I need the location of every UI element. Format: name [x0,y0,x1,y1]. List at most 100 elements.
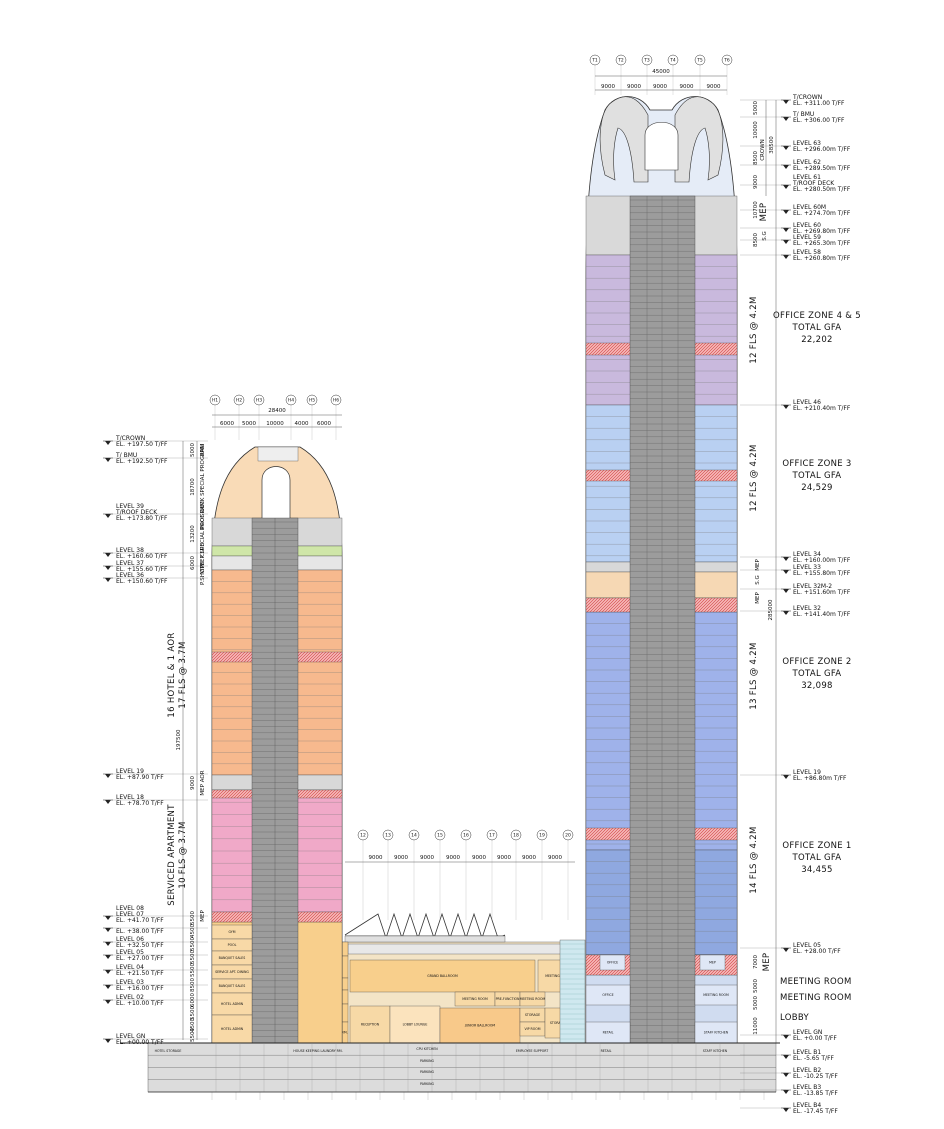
hatch-line [607,597,623,613]
hatch-line [314,789,324,799]
hatch-line [305,789,315,799]
hatch-line [724,962,738,976]
level-name: T/ BMU [115,452,137,459]
level-marker [105,970,111,974]
grid-label: T4 [669,58,676,64]
bmu-label: BMU [200,444,206,457]
grid-label: T6 [723,58,730,64]
level-name: LEVEL 02 [116,994,144,1001]
lower-mep-dimension: 7000 [753,955,759,969]
zone2-gfa-label: TOTAL GFA [792,669,842,679]
hatch-line [700,597,716,613]
crown-label: CROWN [760,139,766,161]
hatch-line [326,789,336,799]
hatch-line [709,469,722,482]
hatch-line [211,651,216,656]
mid-total: 285000 [768,599,774,620]
level-elevation: EL. +269.80m T/FF [793,228,851,235]
level-name: LEVEL 19 [793,769,821,776]
hatch-line [231,911,243,923]
mep-special-label: MEP SPECIAL PROGRAM [200,501,206,567]
hatch-line [239,789,249,799]
hatch-line [585,597,599,611]
level-name: T/ROOF DECK [115,509,158,516]
hatch-line [696,827,710,841]
hatch-line [333,653,343,663]
hatch-line [712,469,725,482]
podium-dimension: 5500 [190,1028,196,1042]
room-label: JUNIOR BALLROOM [464,1024,495,1028]
hatch-line [730,968,738,976]
room-label: STAFF KITCHEN [703,1049,728,1053]
level-name: LEVEL 61 [793,174,821,181]
grid-label: T5 [696,58,703,64]
level-name: LEVEL 05 [793,942,821,949]
podium-dimension: 5500 [190,937,196,951]
hatch-line [306,651,318,663]
bay-dimension: 10000 [266,421,284,427]
hatch-line [694,469,707,482]
zone45-floors: 12 FLS @ 4.2M [749,296,759,363]
hatch-line [225,651,237,663]
grid-label: 12 [360,833,366,839]
hatch-line [332,789,342,799]
level-marker [783,1035,789,1039]
hatch-line [727,965,738,976]
level-elevation: EL. +151.60m T/FF [793,589,851,596]
grid-label: 15 [437,833,443,839]
hatch-line [225,911,237,923]
level-elevation: EL. +32.50 T/FF [116,942,164,949]
level-name: LEVEL 36 [116,572,144,579]
room-label: MEETING ROOM [703,993,729,997]
bay-dimension: 9000 [548,855,562,861]
hatch-line [234,651,246,663]
level-marker [783,1090,789,1094]
hatch-line [211,651,222,662]
overall-width: 45000 [652,69,670,75]
hatch-line [735,838,738,841]
room-office [599,954,626,971]
hatch-line [233,789,243,799]
bay-dimension: 6000 [317,421,331,427]
hatch-line [600,342,614,356]
hatch-line [718,597,734,613]
level-name: LEVEL 08 [116,905,144,912]
hatch-line [723,827,737,841]
podium-dimension: 8500 [190,978,196,992]
hatch-line [224,789,234,799]
bay-dimension: 9000 [394,855,408,861]
level-name: LEVEL 04 [116,964,144,971]
level-name: LEVEL 19 [116,768,144,775]
level-elevation: EL. +155.60 T/FF [116,566,168,573]
hatch-line [585,469,596,480]
hatch-line [693,342,707,356]
hatch-line [721,469,734,482]
bay-dimension: 9000 [680,84,694,90]
grid-label: 19 [539,833,545,839]
level-elevation: EL. +21.50 T/FF [116,970,164,977]
mep-aor-label: MEP AOR [200,770,206,795]
level-name: LEVEL 39 [116,503,144,510]
hatch-line [585,597,590,602]
crown-dimension: 9000 [753,175,759,189]
zone2-title: OFFICE ZONE 2 [782,657,851,667]
hatch-line [714,342,728,356]
room-label: EMPLOYEE SUPPORT [516,1049,548,1053]
hatch-line [709,597,725,613]
level-name: LEVEL 60M [793,204,826,211]
grid-label: 13 [385,833,391,839]
hatch-line [585,827,590,832]
level-name: T/CROWN [115,435,145,442]
room-label: PARKING [420,1059,435,1063]
hatch-line [333,913,343,923]
hatch-line [616,469,629,482]
hatch-line [585,827,599,841]
hatch-line [733,971,738,976]
hatch-line [604,469,617,482]
hatch-line [720,827,734,841]
hatch-line [338,794,343,799]
hatch-line [585,469,590,474]
